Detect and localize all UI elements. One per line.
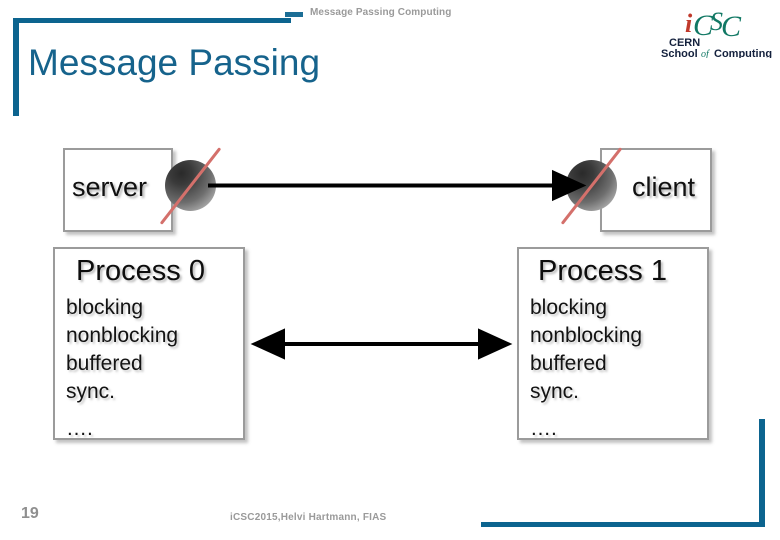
logo-letter-i: i bbox=[685, 9, 693, 38]
icsc-logo-svg: i C S C CERN School of Computing bbox=[661, 8, 772, 58]
process-0-line: blocking bbox=[66, 296, 144, 319]
logo-of-text: of bbox=[701, 49, 710, 58]
header-breadcrumb: Message Passing Computing bbox=[310, 7, 452, 18]
process-0-ellipsis: …. bbox=[66, 417, 93, 440]
client-label: client bbox=[632, 172, 696, 202]
logo-letter-c2: C bbox=[721, 10, 742, 43]
page-title: Message Passing bbox=[28, 42, 321, 83]
logo-letter-c1: C bbox=[693, 9, 714, 42]
process-1-line: blocking bbox=[530, 296, 608, 319]
footer-credit: iCSC2015,Helvi Hartmann, FIAS bbox=[230, 512, 387, 523]
page-number: 19 bbox=[21, 505, 39, 522]
process-0-attribute-list: blocking nonblocking buffered sync. …. bbox=[66, 294, 241, 443]
logo-letter-s: S bbox=[710, 8, 723, 36]
accent-bracket-top-vertical bbox=[13, 18, 19, 116]
process-0-box bbox=[53, 247, 245, 440]
process-1-line: buffered bbox=[530, 352, 607, 375]
process-0-line: sync. bbox=[66, 380, 116, 403]
process-1-line: sync. bbox=[530, 380, 580, 403]
process-0-title: Process 0 bbox=[76, 255, 205, 287]
process-1-ellipsis: …. bbox=[530, 417, 557, 440]
accent-bracket-bottom-vertical bbox=[759, 419, 765, 527]
logo-computing-text: Computing bbox=[714, 48, 772, 58]
logo-cern-text: CERN bbox=[669, 37, 700, 49]
process-0-line: buffered bbox=[66, 352, 143, 375]
process-1-title: Process 1 bbox=[538, 255, 667, 287]
process-1-box bbox=[517, 247, 709, 440]
header-accent-bar bbox=[285, 12, 303, 17]
server-label: server bbox=[72, 172, 148, 202]
icsc-logo: i C S C CERN School of Computing bbox=[655, 8, 775, 58]
accent-bracket-bottom-horizontal bbox=[481, 522, 765, 527]
process-1-line: nonblocking bbox=[530, 324, 643, 347]
process-0-line: nonblocking bbox=[66, 324, 179, 347]
accent-bracket-top-horizontal bbox=[13, 18, 291, 23]
process-1-attribute-list: blocking nonblocking buffered sync. …. bbox=[530, 294, 705, 443]
logo-school-text: School bbox=[661, 48, 698, 58]
